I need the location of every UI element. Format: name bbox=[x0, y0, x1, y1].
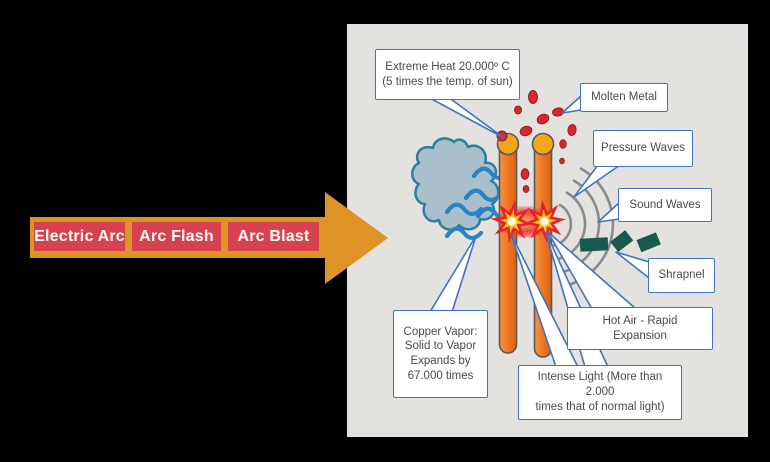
shrapnel-piece bbox=[579, 237, 609, 252]
arrow-label-electric-arc: Electric Arc bbox=[34, 222, 125, 251]
arrow-label-arc-blast: Arc Blast bbox=[228, 222, 319, 251]
callout-intense-light: Intense Light (More than 2.000 times tha… bbox=[518, 365, 682, 420]
callout-molten-metal: Molten Metal bbox=[580, 83, 668, 112]
pointer-shrapnel bbox=[615, 251, 650, 279]
shrapnel-piece bbox=[636, 232, 661, 253]
shrapnel-pieces bbox=[579, 230, 661, 253]
electrode-cap-right bbox=[531, 132, 555, 156]
pointer-molten-metal bbox=[561, 95, 582, 114]
pointer-extreme-heat bbox=[427, 96, 505, 139]
callout-sound-waves: Sound Waves bbox=[618, 188, 712, 222]
copper-vapor-cloud bbox=[411, 137, 500, 231]
callout-shrapnel: Shrapnel bbox=[648, 258, 715, 293]
pointer-sound-waves bbox=[597, 202, 620, 223]
electrode-bar-left bbox=[498, 139, 518, 354]
explosion-star-left bbox=[490, 199, 534, 244]
callout-pressure-waves: Pressure Waves bbox=[593, 130, 693, 167]
explosion-star-right bbox=[522, 199, 567, 244]
shrapnel-piece bbox=[610, 230, 634, 253]
pointer-copper-vapor bbox=[429, 235, 477, 313]
callout-hot-air: Hot Air - Rapid Expansion bbox=[567, 307, 713, 350]
callout-copper-vapor: Copper Vapor: Solid to Vapor Expands by … bbox=[393, 310, 488, 398]
arrow-label-arc-flash: Arc Flash bbox=[132, 222, 221, 251]
callout-extreme-heat: Extreme Heat 20.000º C (5 times the temp… bbox=[375, 49, 520, 100]
